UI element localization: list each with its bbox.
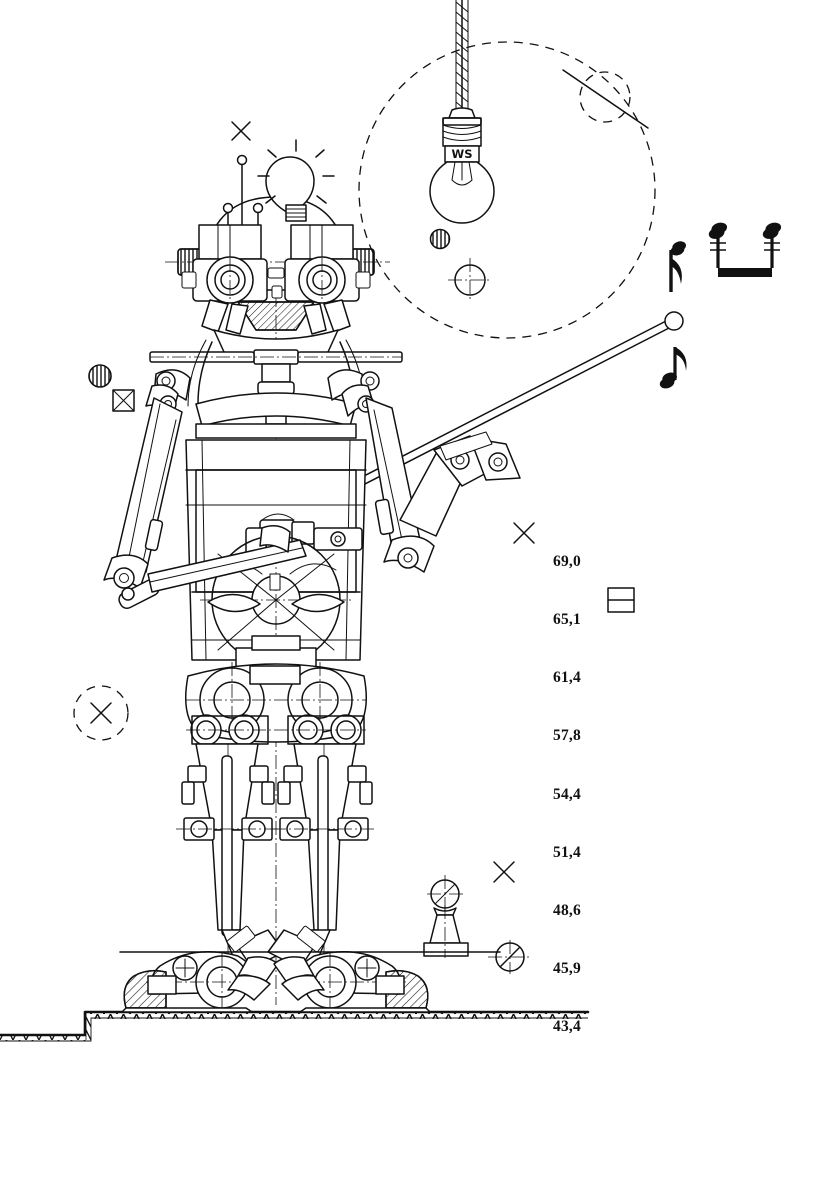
dashed-circle-slash-marker — [562, 69, 649, 129]
robot-right-leg — [272, 743, 376, 960]
music-note-eighth — [659, 347, 687, 389]
measurement-value: 69,0 — [553, 552, 581, 570]
hatched-circle-marker-2 — [88, 364, 112, 388]
x-mark-3 — [493, 861, 515, 883]
ground-plane — [0, 1010, 590, 1042]
robot-right-arm — [327, 369, 521, 573]
left-leg-bolt — [176, 817, 280, 841]
head-crown-bulb — [257, 139, 335, 222]
robot-hips — [185, 662, 367, 746]
lamp-screw-base: WS — [442, 107, 482, 163]
measurement-value: 54,4 — [553, 785, 581, 803]
lamp-glass-bulb — [429, 161, 495, 224]
dashed-circle-x-marker — [73, 685, 129, 741]
robot-left-leg — [176, 743, 280, 960]
hatched-circle-marker-1 — [429, 228, 451, 250]
dashed-halo-circle — [358, 41, 656, 339]
bulb-rays — [257, 139, 335, 204]
robot-right-foot — [267, 925, 431, 1013]
robot-left-arm — [103, 369, 307, 609]
music-note-beamed-pair — [708, 222, 782, 277]
measurement-value: 51,4 — [553, 843, 581, 861]
head-eye-assembly — [181, 224, 371, 304]
measurement-value: 61,4 — [553, 669, 581, 687]
lamp-label-ws: WS — [452, 147, 473, 161]
measurement-value: 65,1 — [553, 611, 581, 629]
music-note-eighth-up — [669, 241, 686, 292]
robot-figure — [103, 139, 521, 1013]
measurement-value: 57,8 — [553, 727, 581, 745]
measurement-value: 43,4 — [553, 1018, 581, 1036]
pawn-marker-object — [423, 875, 469, 958]
robot-left-foot — [121, 925, 285, 1013]
measurement-value-column: 69,0 65,1 61,4 57,8 54,4 51,4 48,6 45,9 … — [553, 513, 581, 1076]
head-mouth-grille — [201, 299, 351, 335]
robot-torso — [185, 392, 367, 672]
measurement-value: 45,9 — [553, 960, 581, 978]
lamp-cord — [455, 0, 469, 113]
right-leg-bolt — [272, 817, 376, 841]
split-rectangle-symbol — [607, 587, 635, 613]
slashed-circle-marker-1 — [488, 940, 532, 974]
crosshair-target-1 — [448, 258, 492, 302]
ground-hatch-band — [91, 1012, 588, 1019]
crossed-square-marker — [112, 389, 135, 412]
x-mark-2 — [513, 522, 535, 544]
measurement-value: 48,6 — [553, 902, 581, 920]
hanging-lamp: WS — [429, 0, 495, 224]
right-elbow-joint — [383, 535, 435, 573]
x-mark-1 — [231, 121, 251, 141]
robot-head — [165, 139, 390, 360]
